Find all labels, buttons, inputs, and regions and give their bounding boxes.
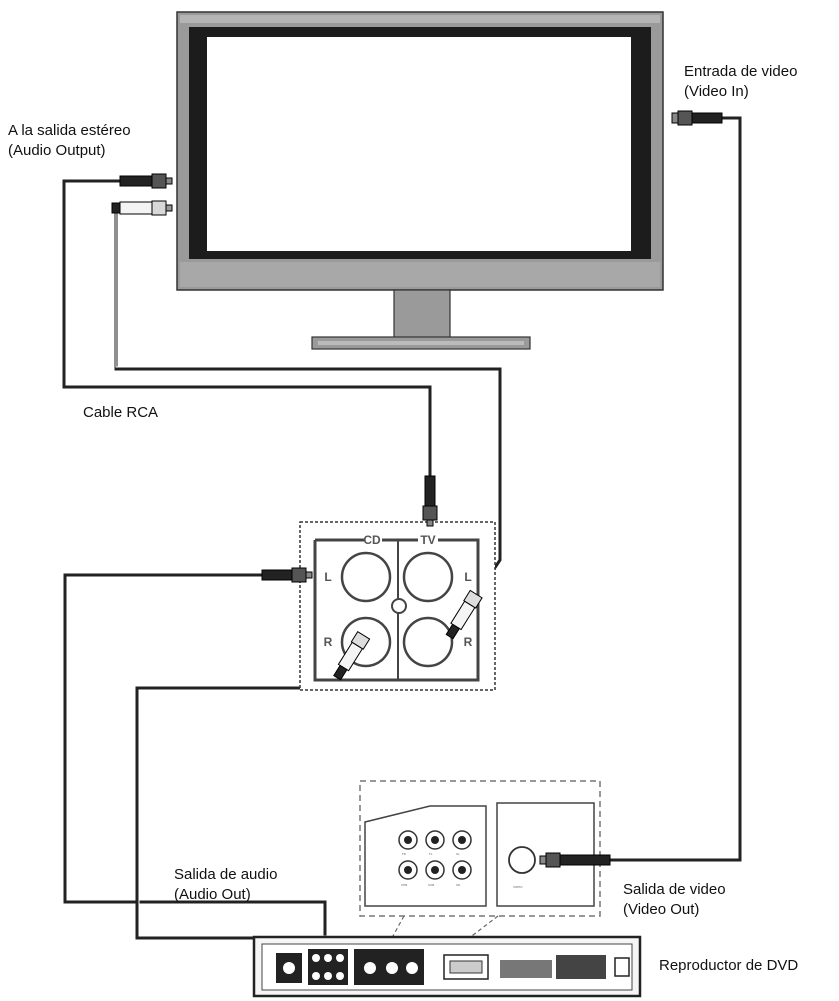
jack-video-out [508,846,536,874]
panel-label-cd-left: L [324,570,331,584]
svg-text:SR: SR [456,883,460,887]
tv-screen [207,37,631,251]
rca-plug-panel-cd-right [333,630,371,681]
jack-tv-left [402,551,454,603]
label-audio-out-es: Salida de audio [174,866,278,883]
label-audio-output-es: A la salida estéreo [8,122,131,139]
svg-text:SUB: SUB [428,883,434,887]
rca-plug-panel-tv-left [422,475,438,527]
label-video-in-es: Entrada de video [684,63,798,80]
panel-label-cd: CD [363,533,381,547]
panel-label-tv: TV [420,533,435,547]
label-dvd-player: Reproductor de DVD [659,957,799,974]
panel-label-tv-right: R [464,635,473,649]
rca-plug-video-out [539,852,611,868]
tv-monitor [176,11,664,350]
svg-text:SL: SL [456,852,460,856]
label-cable-rca: Cable RCA [83,404,159,421]
svg-text:FL: FL [429,852,433,856]
panel-label-cd-right: R [324,635,333,649]
cable-audio-left [62,179,432,478]
cable-dvd-audio-right [135,674,342,950]
rca-plug-audio-right [111,200,173,216]
rca-plug-audio-left [119,173,173,189]
dvd-panel-zoom: FR FL SL CEN SUB SR VIDEO [359,780,601,946]
jack-tv-right [402,616,454,668]
cable-dvd-audio-left [63,573,327,948]
label-video-out-en: (Video Out) [623,901,700,918]
svg-text:CEN: CEN [401,883,407,887]
svg-text:FR: FR [402,852,406,856]
label-video-in-en: (Video In) [684,83,749,100]
rca-plug-panel-tv-right [445,589,483,640]
svg-text:VIDEO: VIDEO [513,885,523,889]
rca-plug-video-in [671,110,723,126]
label-audio-output-en: (Audio Output) [8,142,106,159]
dvd-player [252,935,642,998]
tv-stand-neck [393,289,451,339]
label-video-out-es: Salida de video [623,881,726,898]
rca-plug-panel-cd-left [261,567,313,583]
panel-label-tv-left: L [464,570,471,584]
label-audio-out-en: (Audio Out) [174,886,251,903]
jack-cd-left [340,551,392,603]
